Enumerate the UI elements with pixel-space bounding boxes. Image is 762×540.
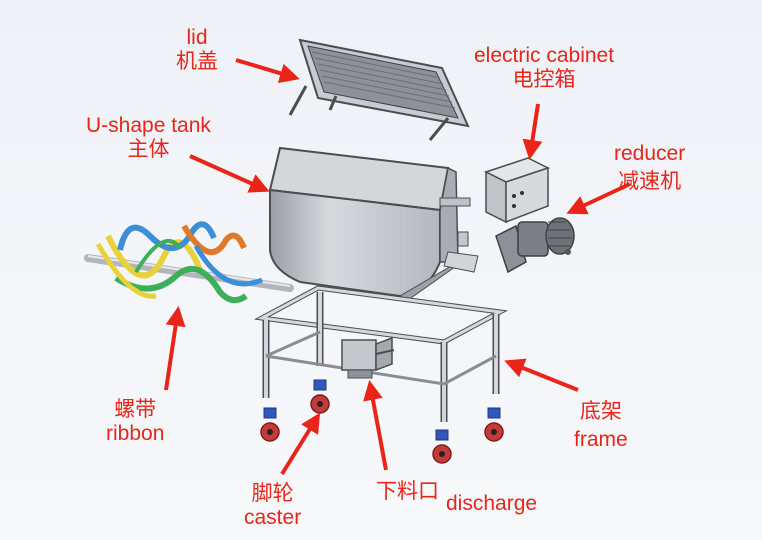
ribbon-label: 螺带 ribbon xyxy=(106,398,165,445)
discharge-label-en: discharge xyxy=(446,492,538,515)
lid-label: lid 机盖 xyxy=(176,26,218,73)
discharge-arrow xyxy=(363,380,388,471)
lid-arrow xyxy=(235,58,300,83)
ribbon-arrow xyxy=(164,306,186,391)
electric-cabinet-part xyxy=(484,157,550,224)
discharge-valve-part xyxy=(341,336,395,379)
frame-label: 底架 frame xyxy=(574,400,628,451)
reducer-arrow xyxy=(566,182,631,215)
caster-label: 脚轮 caster xyxy=(244,482,302,529)
frame-arrow xyxy=(504,358,579,392)
reducer-label: reducer 减速机 xyxy=(614,142,686,193)
discharge-label-zh: 下料口 xyxy=(376,480,439,503)
tank-arrow xyxy=(189,154,270,193)
electric-cabinet-label: electric cabinet 电控箱 xyxy=(474,44,615,91)
lid-part xyxy=(288,38,470,141)
tank-label: U-shape tank 主体 xyxy=(86,114,211,161)
caster-arrow xyxy=(280,412,321,476)
ribbon-agitator-part xyxy=(84,221,294,304)
tank-part xyxy=(268,146,479,301)
cabinet-arrow xyxy=(522,103,543,160)
reducer-part xyxy=(495,217,575,274)
